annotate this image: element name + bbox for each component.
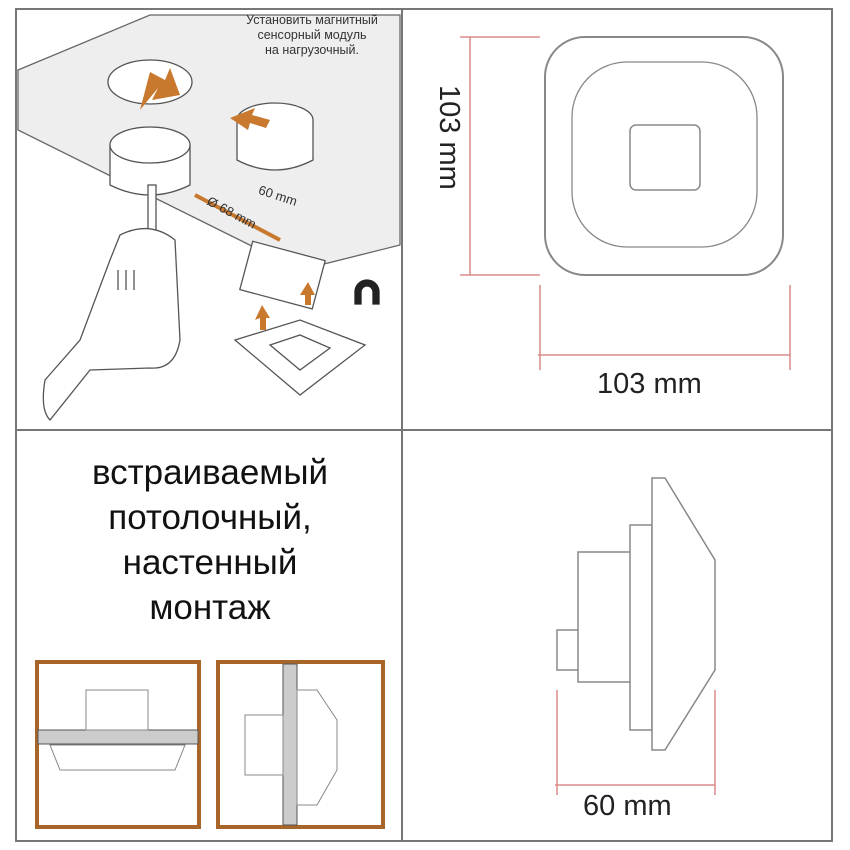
ceiling-mount-illustration: [35, 660, 201, 829]
front-view-dimensions: [460, 36, 791, 370]
mounting-title: встраиваемый потолочный, настенный монта…: [40, 450, 380, 630]
mounting-title-line: потолочный,: [108, 498, 312, 537]
diagram-frame: [15, 8, 833, 842]
side-view-dimensions: [555, 690, 716, 795]
side-view-drawing: [556, 477, 716, 751]
arrow-icons: [140, 68, 315, 330]
mounting-title-line: настенный: [122, 543, 298, 582]
mounting-title-line: монтаж: [149, 588, 271, 627]
mounting-title-line: встраиваемый: [91, 453, 329, 492]
divider-vertical: [401, 8, 403, 842]
divider-horizontal: [15, 429, 833, 431]
install-note-line: Установить магнитный: [246, 13, 378, 27]
install-note-line: на нагрузочный.: [265, 43, 359, 57]
front-width-label: 103 mm: [597, 368, 702, 400]
wall-mount-illustration: [216, 660, 385, 829]
side-depth-label: 60 mm: [583, 790, 672, 822]
installation-illustration: [17, 14, 401, 421]
front-view-drawing: [544, 36, 784, 276]
install-note-line: сенсорный модуль: [257, 28, 367, 42]
front-height-label: 103 mm: [433, 85, 465, 190]
install-note: Установить магнитный сенсорный модуль на…: [222, 13, 402, 58]
